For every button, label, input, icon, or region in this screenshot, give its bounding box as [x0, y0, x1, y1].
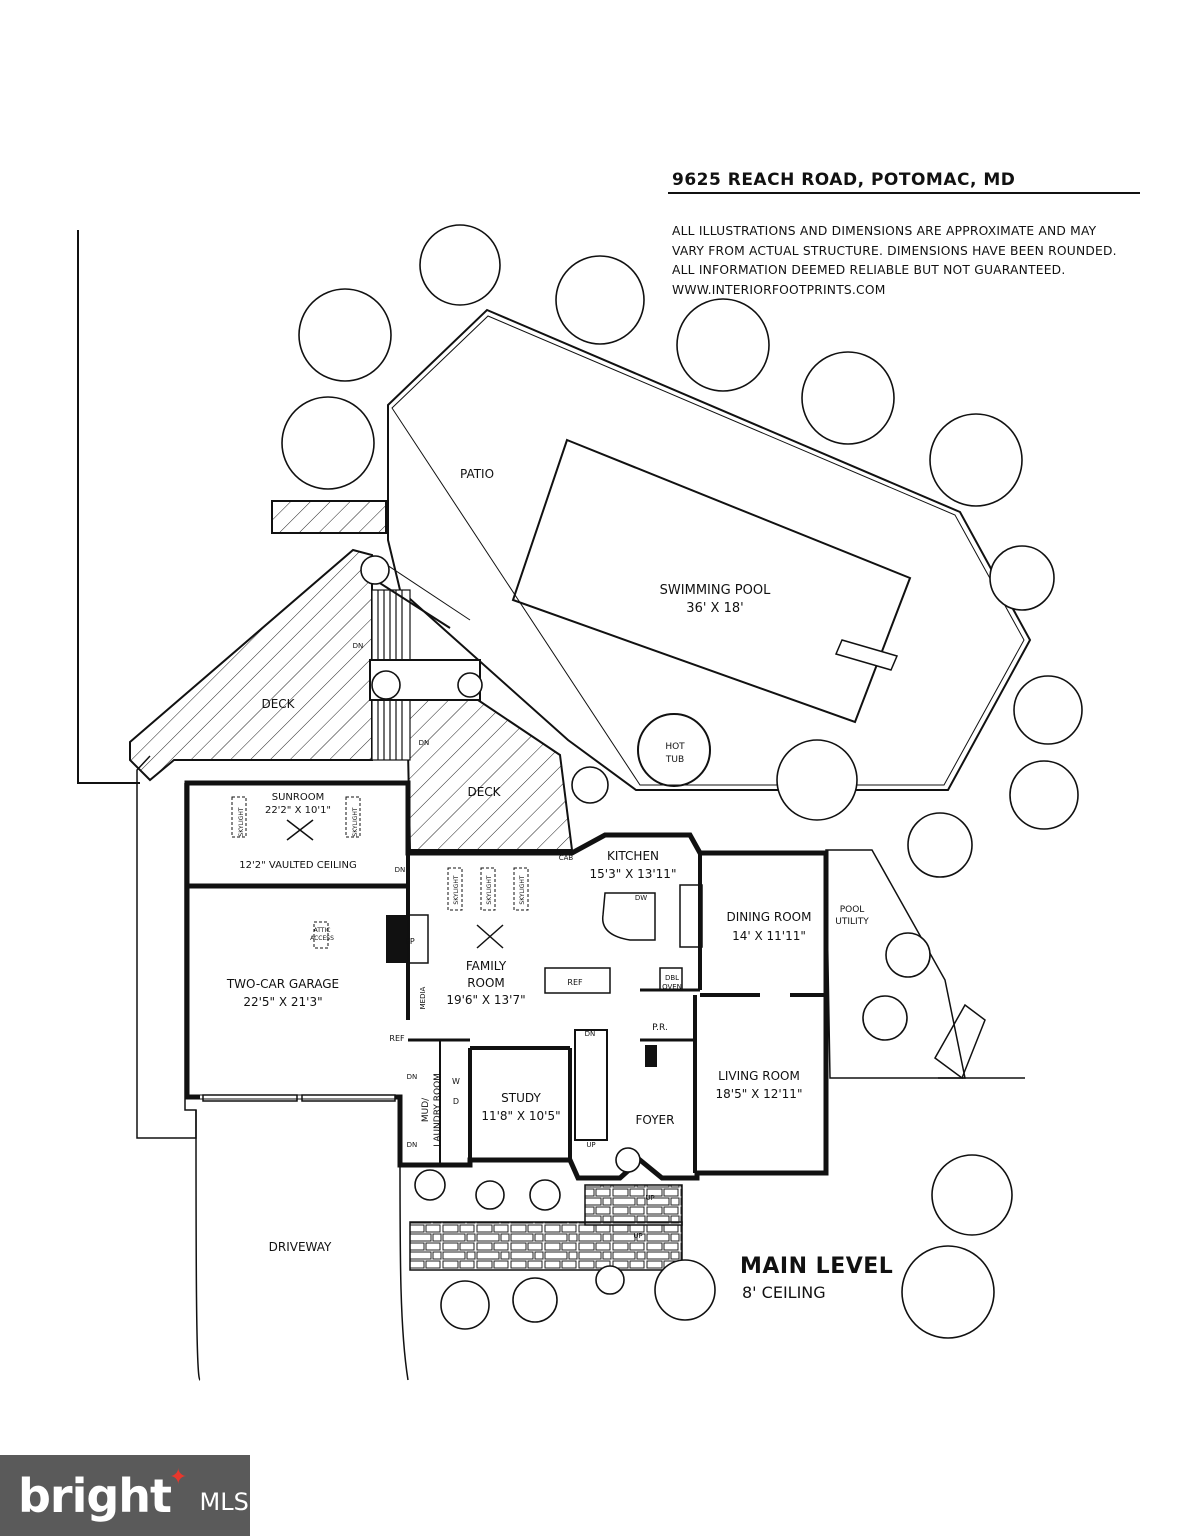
- skylight-label-2: SKYLIGHT: [352, 807, 359, 836]
- oven-label: OVEN: [662, 983, 682, 991]
- interior-stair: [574, 1029, 608, 1141]
- foyer-label: FOYER: [636, 1113, 675, 1127]
- ref-label: REF: [567, 978, 583, 987]
- attic-label: ATTIC: [314, 927, 331, 934]
- disclaimer-line: VARY FROM ACTUAL STRUCTURE. DIMENSIONS H…: [672, 243, 1117, 258]
- garage-label: TWO-CAR GARAGE: [226, 977, 339, 991]
- kitchen-label: KITCHEN: [607, 849, 659, 863]
- living-dims: 18'5" X 12'11": [716, 1087, 803, 1101]
- trees: [281, 224, 1083, 1339]
- hot-tub-label: HOT: [665, 742, 685, 752]
- sunroom-ceiling: 12'2" VAULTED CEILING: [239, 860, 356, 871]
- skylight-label-4: SKYLIGHT: [486, 875, 493, 904]
- logo-accent-icon: ✦: [169, 1465, 188, 1490]
- up-label-foyer: UP: [645, 1194, 654, 1202]
- dining-dims: 14' X 11'11": [732, 929, 806, 943]
- hot-tub: [637, 713, 711, 787]
- family-label-2: ROOM: [467, 976, 505, 990]
- living-label: LIVING ROOM: [718, 1069, 800, 1083]
- driveway-label: DRIVEWAY: [269, 1240, 332, 1254]
- dw-label: DW: [635, 894, 647, 902]
- deck-right-label: DECK: [467, 785, 501, 799]
- kitchen-dims: 15'3" X 13'11": [590, 867, 677, 881]
- skylight-label-5: SKYLIGHT: [519, 875, 526, 904]
- fireplace: [386, 915, 408, 963]
- dryer-label: D: [453, 1097, 459, 1106]
- pool-utility-label: POOL: [840, 905, 865, 915]
- attic-label-2: ACCESS: [310, 935, 334, 942]
- laundry-label: LAUNDRY ROOM: [433, 1073, 443, 1147]
- skylight-label-3: SKYLIGHT: [453, 875, 460, 904]
- mud-label: MUD/: [421, 1097, 431, 1122]
- cab-label: CAB: [559, 854, 574, 862]
- study-dims: 11'8" X 10'5": [481, 1109, 560, 1123]
- sunroom-label: SUNROOM: [272, 792, 324, 803]
- diving-board: [834, 639, 899, 671]
- powder-room-label: P.R.: [652, 1023, 668, 1033]
- header-rule: [668, 192, 1140, 194]
- deck-left: [129, 548, 373, 782]
- media-label: MEDIA: [419, 986, 427, 1009]
- level-title: MAIN LEVEL: [740, 1254, 894, 1279]
- dn-label-mud-2: DN: [407, 1141, 418, 1149]
- deck-left-label: DECK: [261, 697, 295, 711]
- dn-label-mud: DN: [407, 1073, 418, 1081]
- property-line: [77, 230, 140, 784]
- skylights: [231, 796, 529, 949]
- dn-label-deck: DN: [353, 642, 364, 650]
- skylight-label: SKYLIGHT: [238, 807, 245, 836]
- swimming-pool: [511, 438, 912, 724]
- study-label: STUDY: [501, 1091, 541, 1105]
- disclaimer-line: ALL INFORMATION DEEMED RELIABLE BUT NOT …: [672, 263, 1066, 277]
- up-label-stair: UP: [586, 1141, 595, 1149]
- planter: [271, 500, 387, 534]
- garage-ref-label: REF: [389, 1034, 405, 1043]
- stone-walkway: [409, 1221, 683, 1271]
- pool-utility: [825, 849, 966, 1079]
- dn-label-stair: DN: [585, 1030, 596, 1038]
- up-label-walk: UP: [633, 1232, 642, 1240]
- dn-label-sunroom: DN: [395, 866, 406, 874]
- house-walls: [184, 780, 829, 1181]
- patio-label: PATIO: [460, 467, 494, 481]
- family-label: FAMILY: [466, 959, 507, 973]
- pool-label: SWIMMING POOL: [660, 583, 771, 598]
- kitchen-island: [602, 892, 656, 941]
- level-ceiling: 8' CEILING: [742, 1283, 826, 1302]
- pool-dims: 36' X 18': [686, 601, 743, 616]
- hot-tub-label-2: TUB: [665, 755, 684, 765]
- disclaimer: ALL ILLUSTRATIONS AND DIMENSIONS ARE APP…: [672, 222, 1117, 300]
- pool-utility-label-2: UTILITY: [835, 917, 869, 927]
- family-dims: 19'6" X 13'7": [446, 993, 525, 1007]
- garage-dims: 22'5" X 21'3": [243, 995, 322, 1009]
- driveway: [195, 1109, 201, 1381]
- logo-suffix: MLS: [199, 1487, 249, 1516]
- fp-label: FP: [405, 937, 415, 946]
- property-address: 9625 REACH ROAD, POTOMAC, MD: [672, 170, 1016, 190]
- dbl-label: DBL: [665, 974, 679, 982]
- disclaimer-line: ALL ILLUSTRATIONS AND DIMENSIONS ARE APP…: [672, 224, 1097, 238]
- bright-mls-logo: bright✦ MLS: [0, 1455, 250, 1536]
- washer-label: W: [452, 1077, 460, 1086]
- disclaimer-line: WWW.INTERIORFOOTPRINTS.COM: [672, 282, 886, 297]
- sunroom-dims: 22'2" X 10'1": [265, 805, 331, 816]
- ceiling-fans: [286, 819, 504, 949]
- dn-label-deck-2: DN: [419, 739, 430, 747]
- logo-brand: bright: [18, 1468, 172, 1523]
- dining-label: DINING ROOM: [727, 910, 812, 924]
